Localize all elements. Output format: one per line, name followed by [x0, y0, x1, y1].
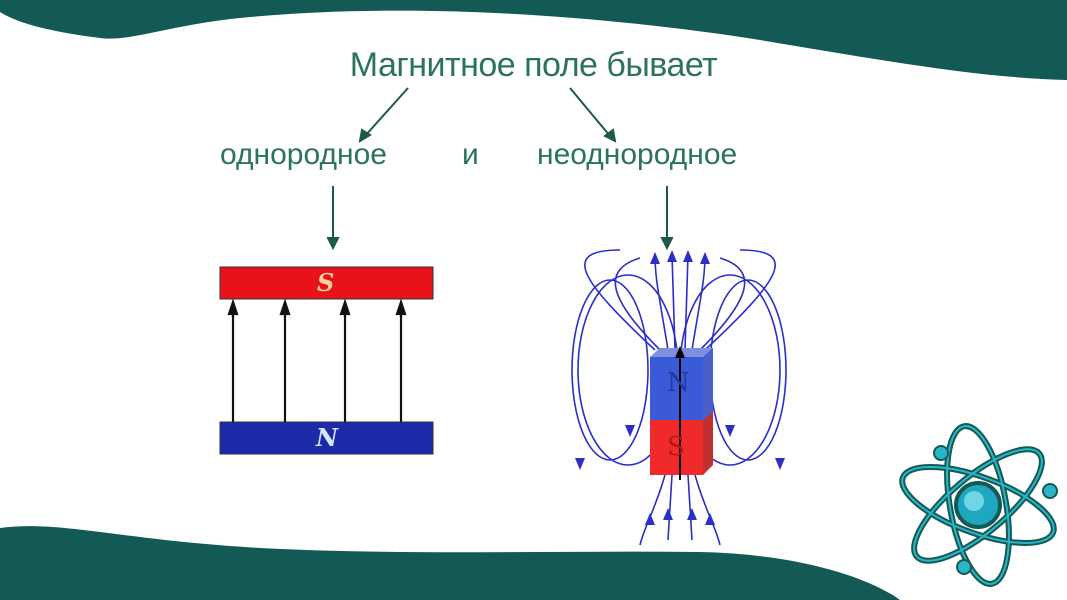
- north-plate: [219, 421, 434, 455]
- uniform-field-diagram: [219, 266, 434, 455]
- bottom-wave: [0, 526, 900, 600]
- field-arrows: [575, 250, 785, 525]
- plate-label-s: S: [317, 268, 335, 297]
- magnet-label-n: N: [667, 368, 690, 398]
- plate-label-n: N: [316, 423, 338, 452]
- title-arrows: [326, 87, 674, 251]
- magnet-north: [650, 357, 703, 420]
- label-nonuniform: неоднородное: [537, 138, 738, 171]
- label-and: и: [462, 138, 479, 171]
- magnet-label-s: S: [667, 432, 685, 462]
- bar-magnet-diagram: [571, 249, 787, 546]
- slide-title: Магнитное поле бывает: [349, 46, 718, 84]
- magnet-south: [650, 420, 703, 475]
- top-wave: [0, 0, 1067, 80]
- south-plate: [219, 266, 434, 300]
- label-uniform: однородное: [220, 138, 387, 171]
- atom-icon: [899, 423, 1058, 587]
